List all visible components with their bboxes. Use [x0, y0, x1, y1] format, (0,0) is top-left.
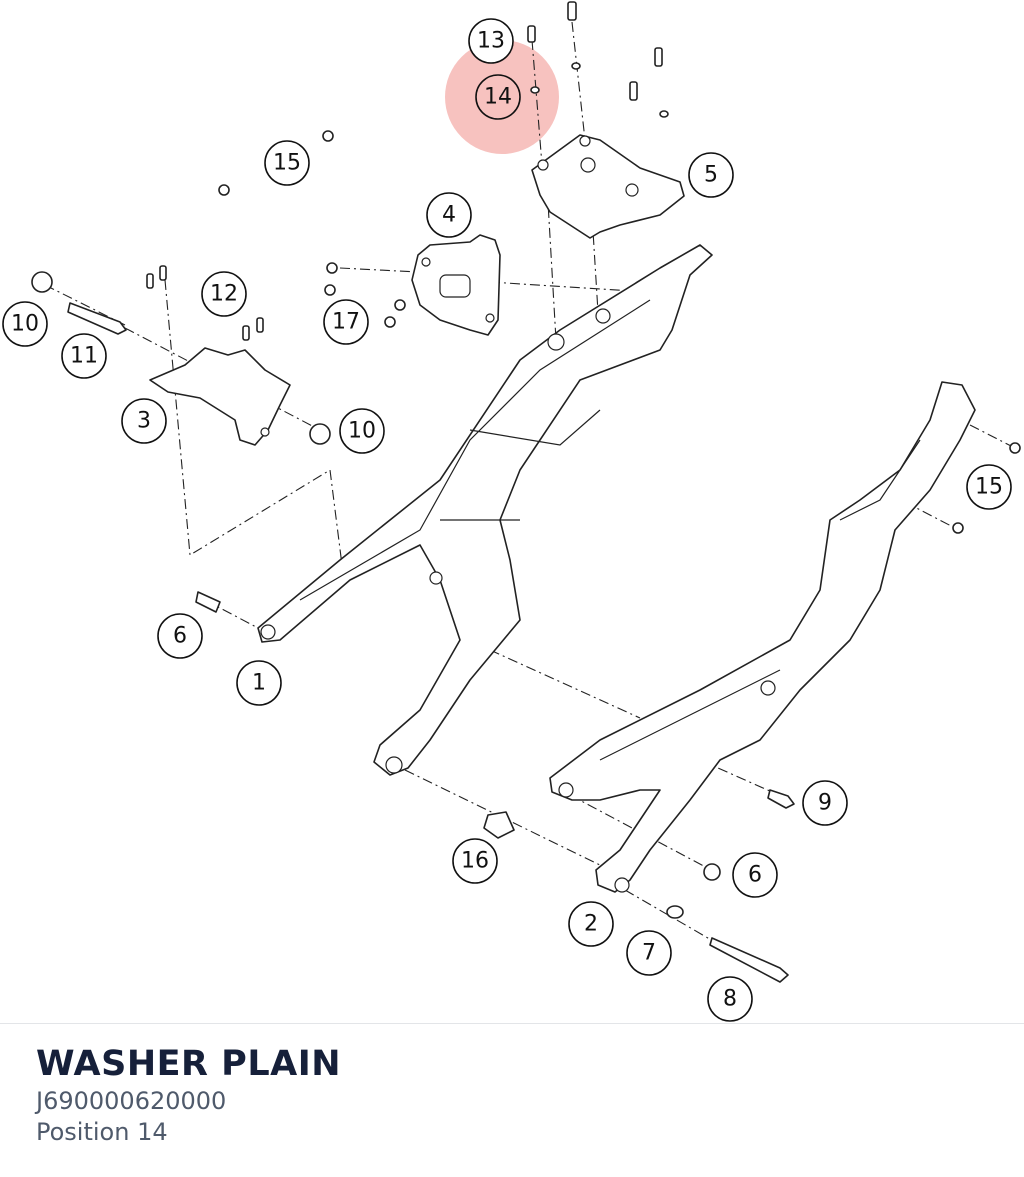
small-screw-parts	[146, 1, 1021, 534]
callout-4-label: 4	[442, 203, 456, 228]
callout-6-left[interactable]: 6	[157, 613, 203, 659]
screw-17-parts	[324, 262, 406, 328]
main-frame-part	[257, 244, 713, 776]
callout-14[interactable]: 14	[475, 74, 521, 120]
callout-6-left-label: 6	[173, 624, 187, 649]
callout-13-label: 13	[477, 29, 505, 54]
bushing-part	[483, 811, 515, 839]
callout-9-label: 9	[818, 791, 832, 816]
callout-10-right-label: 10	[348, 419, 376, 444]
callout-11[interactable]: 11	[61, 333, 107, 379]
callout-17[interactable]: 17	[323, 299, 369, 345]
callout-12-label: 12	[210, 282, 238, 307]
callout-16-label: 16	[461, 849, 489, 874]
callout-3[interactable]: 3	[121, 398, 167, 444]
callout-8-label: 8	[723, 987, 737, 1012]
callout-1[interactable]: 1	[236, 660, 282, 706]
callout-12[interactable]: 12	[201, 271, 247, 317]
top-bracket-part	[531, 134, 685, 239]
part-number: J690000620000	[36, 1087, 227, 1115]
callout-15-right[interactable]: 15	[966, 464, 1012, 510]
callout-7[interactable]: 7	[626, 930, 672, 976]
callout-15-right-label: 15	[975, 475, 1003, 500]
callout-15-top-label: 15	[273, 151, 301, 176]
callout-7-label: 7	[642, 941, 656, 966]
callout-13[interactable]: 13	[468, 18, 514, 64]
bolt-6-parts	[195, 591, 721, 881]
callout-1-label: 1	[252, 671, 266, 696]
callout-14-label: 14	[484, 85, 512, 110]
spacer-rod-part	[67, 302, 127, 335]
callout-5-label: 5	[704, 163, 718, 188]
callout-2[interactable]: 2	[568, 901, 614, 947]
callout-6-right-label: 6	[748, 863, 762, 888]
mounting-plate-part	[411, 234, 501, 336]
callout-highlight	[445, 40, 559, 154]
washer-plain-part	[530, 62, 669, 118]
section-divider	[0, 1023, 1024, 1024]
callout-17-label: 17	[332, 310, 360, 335]
cap-10-parts	[31, 271, 331, 445]
callout-8[interactable]: 8	[707, 976, 753, 1022]
callout-15-top[interactable]: 15	[264, 140, 310, 186]
part-position: Position 14	[36, 1118, 168, 1146]
part-name: WASHER PLAIN	[36, 1044, 342, 1084]
callout-3-label: 3	[137, 409, 151, 434]
exploded-parts-diagram: 13 14 15 5 4 12 10 11 17 3 10 15 6 1 9 1…	[2, 1, 1021, 1022]
callout-4[interactable]: 4	[426, 192, 472, 238]
bolt-part	[767, 789, 795, 809]
side-frame-part	[549, 381, 976, 893]
small-bracket-part	[149, 347, 291, 446]
callout-10-left[interactable]: 10	[2, 301, 48, 347]
callout-2-label: 2	[584, 912, 598, 937]
callout-10-right[interactable]: 10	[339, 408, 385, 454]
callout-5[interactable]: 5	[688, 152, 734, 198]
callout-6-right[interactable]: 6	[732, 852, 778, 898]
callout-16[interactable]: 16	[452, 838, 498, 884]
long-bolt-part	[709, 937, 789, 983]
callout-11-label: 11	[70, 344, 98, 369]
callout-10-left-label: 10	[11, 312, 39, 337]
callout-9[interactable]: 9	[802, 780, 848, 826]
assembly-lines	[44, 21, 1016, 946]
washer-part	[666, 905, 684, 919]
